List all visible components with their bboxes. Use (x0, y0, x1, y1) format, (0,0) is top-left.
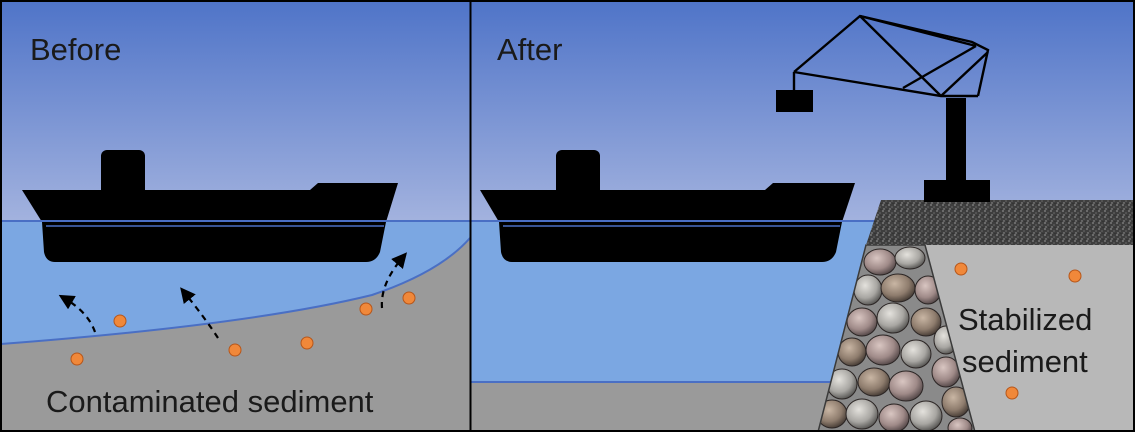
stabilized-sediment-label-line1: Stabilized (958, 302, 1092, 337)
after-panel: After Stabilized sediment (471, 1, 1134, 432)
stabilized-sediment-label-line2: sediment (962, 344, 1088, 379)
pavement-cap (866, 200, 1134, 245)
seabed (471, 382, 871, 432)
after-title: After (497, 32, 562, 67)
contaminated-sediment-label: Contaminated sediment (46, 384, 374, 419)
before-panel: Before Contaminated sediment (1, 1, 470, 432)
before-title: Before (30, 32, 121, 67)
